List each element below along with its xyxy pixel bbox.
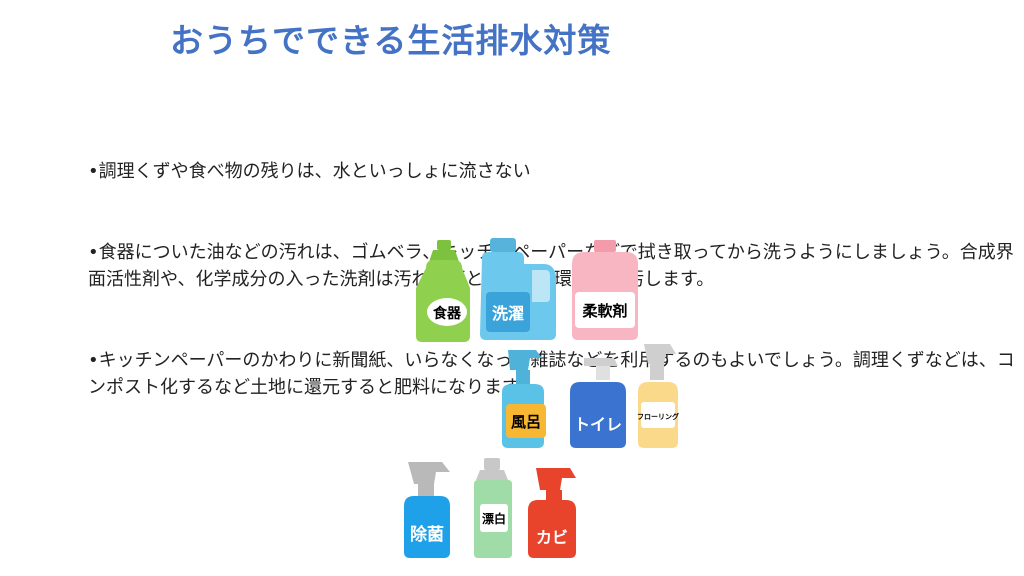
bottle-label-bath: 風呂: [511, 413, 541, 431]
page-title: おうちでできる生活排水対策: [170, 21, 612, 60]
paragraph-leftovers: •調理くずや食べ物の残りは、水といっしょに流さない: [88, 161, 531, 182]
bottle-label-bleach: 漂白: [482, 511, 506, 526]
bottle-label-laundry: 洗濯: [492, 304, 524, 323]
bath-cleaner-spray-icon: 風呂: [502, 350, 546, 448]
flooring-cleaner-spray-icon: フローリング: [637, 344, 679, 448]
toilet-cleaner-bottle-icon: トイレ: [570, 358, 626, 448]
bottle-label-dish: 食器: [433, 305, 462, 322]
bleach-bottle-icon: 漂白: [474, 458, 512, 558]
paragraph-oil: •食器についた油などの汚れは、ゴムベラ、キッチンペーパーなどで拭き取ってから洗う…: [88, 242, 1014, 290]
laundry-detergent-bottle-icon: 洗濯: [480, 238, 556, 340]
disinfectant-spray-icon: 除菌: [404, 462, 450, 558]
bottle-label-mold: カビ: [536, 528, 568, 547]
bottle-label-softener: 柔軟剤: [582, 302, 627, 320]
body-text: •調理くずや食べ物の残りは、水といっしょに流さない •食器についた油などの汚れは…: [88, 104, 1018, 428]
bottle-label-toilet: トイレ: [574, 415, 622, 434]
mold-remover-spray-icon: カビ: [528, 468, 576, 558]
dish-soap-bottle-icon: 食器: [416, 240, 470, 342]
fabric-softener-bottle-icon: 柔軟剤: [572, 240, 638, 340]
bottle-label-flooring: フローリング: [637, 412, 679, 421]
bottle-label-disinfect: 除菌: [410, 524, 444, 545]
paragraph-newspaper: •キッチンペーパーのかわりに新聞紙、いらなくなった雑誌などを利用するのもよいでし…: [88, 350, 1015, 398]
